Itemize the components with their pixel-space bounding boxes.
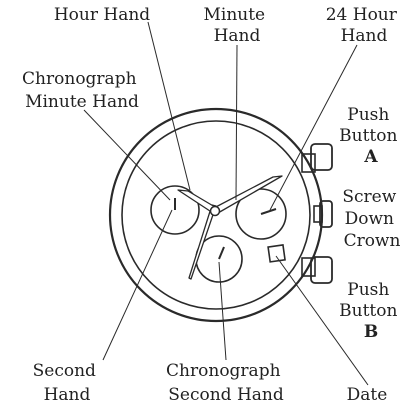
label-push-button-a: Push Button A bbox=[339, 105, 403, 167]
label-24-hour-hand: 24 Hour Hand bbox=[326, 5, 403, 46]
hour-hand bbox=[177, 189, 216, 214]
chrono-second-hand bbox=[188, 204, 217, 280]
label-minute-hand: Minute Hand bbox=[203, 5, 270, 46]
label-hour-hand: Hour Hand bbox=[54, 5, 150, 25]
center-pin bbox=[209, 205, 221, 217]
date-window bbox=[267, 244, 286, 263]
label-chronograph-second-hand: Chronograph Second Hand bbox=[166, 361, 286, 405]
chrono-second-subdial-hand bbox=[218, 246, 225, 260]
label-screw-down-crown: Screw Down Crown bbox=[342, 187, 401, 251]
hour24-subdial bbox=[235, 188, 287, 240]
push-button-a bbox=[301, 143, 333, 173]
chrono-minute-subdial bbox=[150, 185, 200, 235]
label-second-hand: Second Hand bbox=[33, 361, 102, 405]
push-button-b bbox=[301, 256, 333, 284]
label-push-button-b: Push Button B bbox=[339, 280, 403, 342]
hour24-subdial-hand bbox=[260, 208, 277, 215]
label-date: Date bbox=[347, 385, 388, 405]
leader-lines bbox=[83, 21, 369, 386]
screw-down-crown bbox=[313, 200, 333, 228]
label-chronograph-minute-hand: Chronograph Minute Hand bbox=[22, 69, 142, 112]
